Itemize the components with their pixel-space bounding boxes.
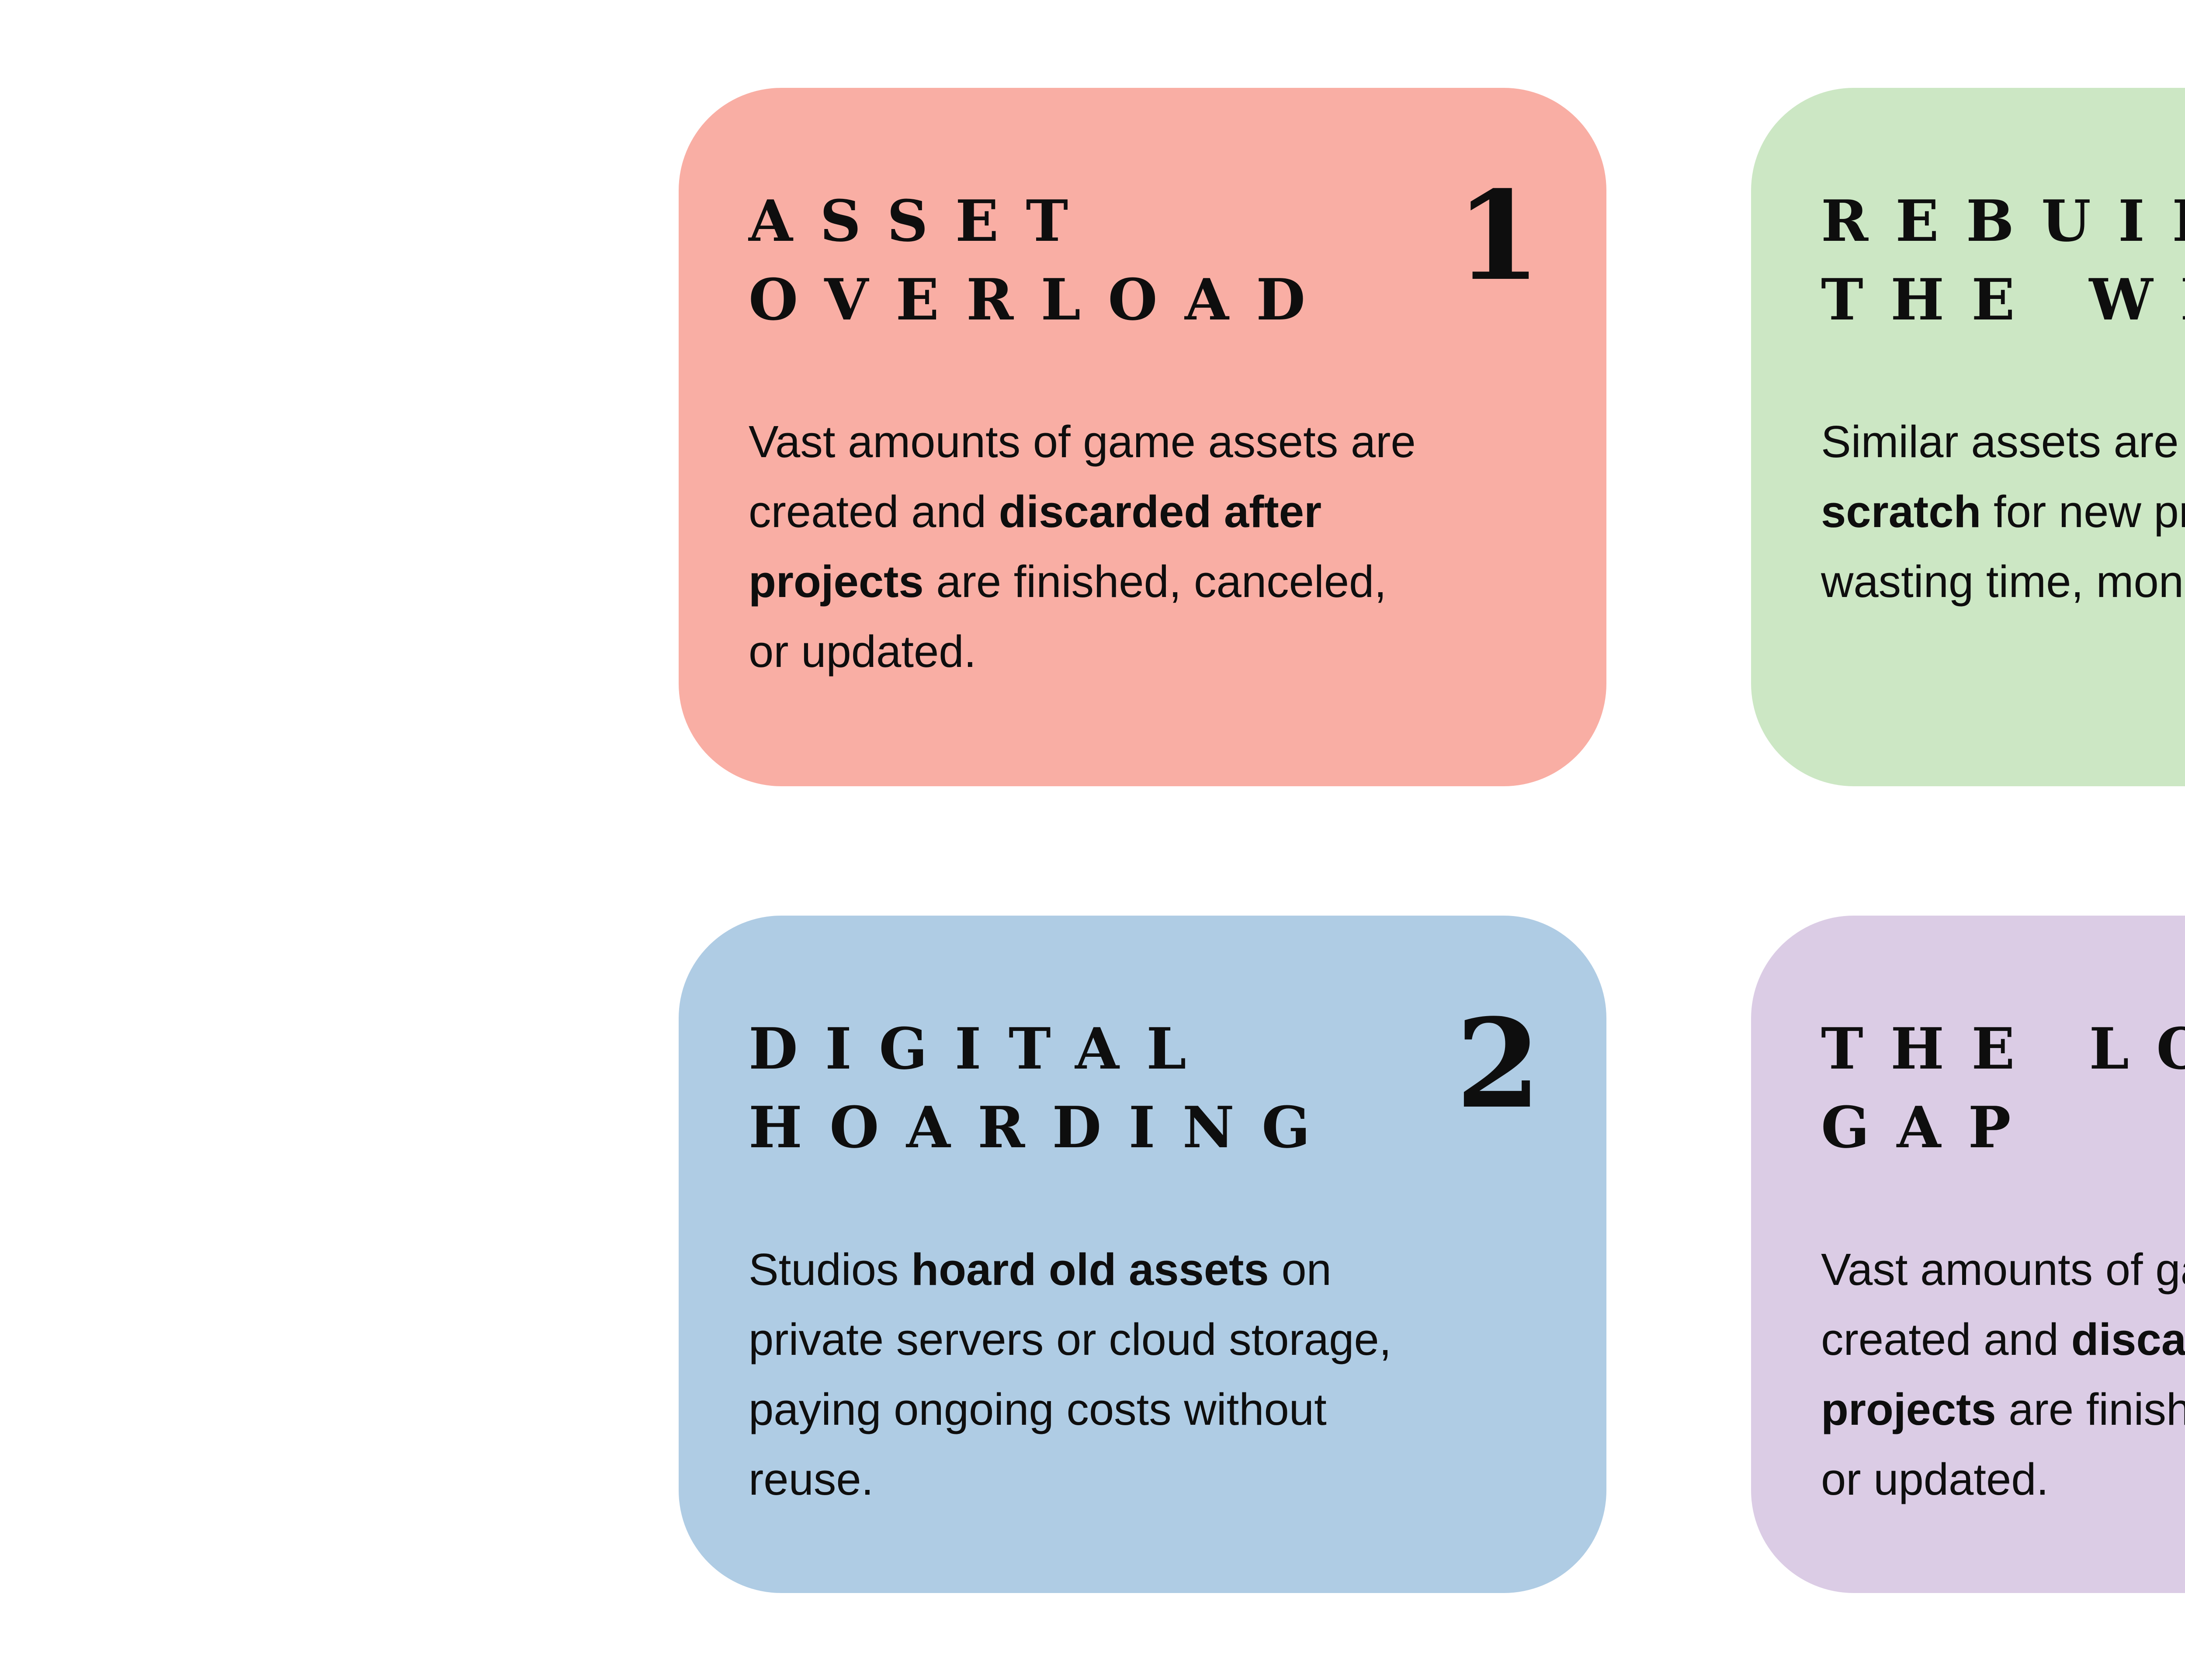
card-body: Vast amounts of game assets are created …: [749, 417, 1416, 677]
card-body: Vast amounts of game assets are created …: [1821, 1244, 2185, 1504]
card-title: DIGITAL HOARDING: [749, 1015, 1338, 1161]
card-title: THE LOOP GAP: [1821, 1015, 2185, 1161]
card-title: ASSET OVERLOAD: [749, 187, 1333, 333]
card-title: REBUILDING THE WHEEL: [1821, 187, 2185, 333]
card-number: 2: [1456, 992, 1541, 1136]
card-number: 1: [1456, 164, 1541, 308]
card-rebuilding-the-wheel: REBUILDING THE WHEEL 3 Similar assets ar…: [1751, 88, 2185, 786]
card-body: Similar assets are rebuilt from scratch …: [1821, 417, 2185, 607]
card-digital-hoarding: DIGITAL HOARDING 2 Studios hoard old ass…: [679, 916, 1606, 1593]
card-asset-overload: ASSET OVERLOAD 1 Vast amounts of game as…: [679, 88, 1606, 786]
card-the-loop-gap: THE LOOP GAP 4 Vast amounts of game asse…: [1751, 916, 2185, 1593]
card-body: Studios hoard old assets on private serv…: [749, 1244, 1392, 1504]
